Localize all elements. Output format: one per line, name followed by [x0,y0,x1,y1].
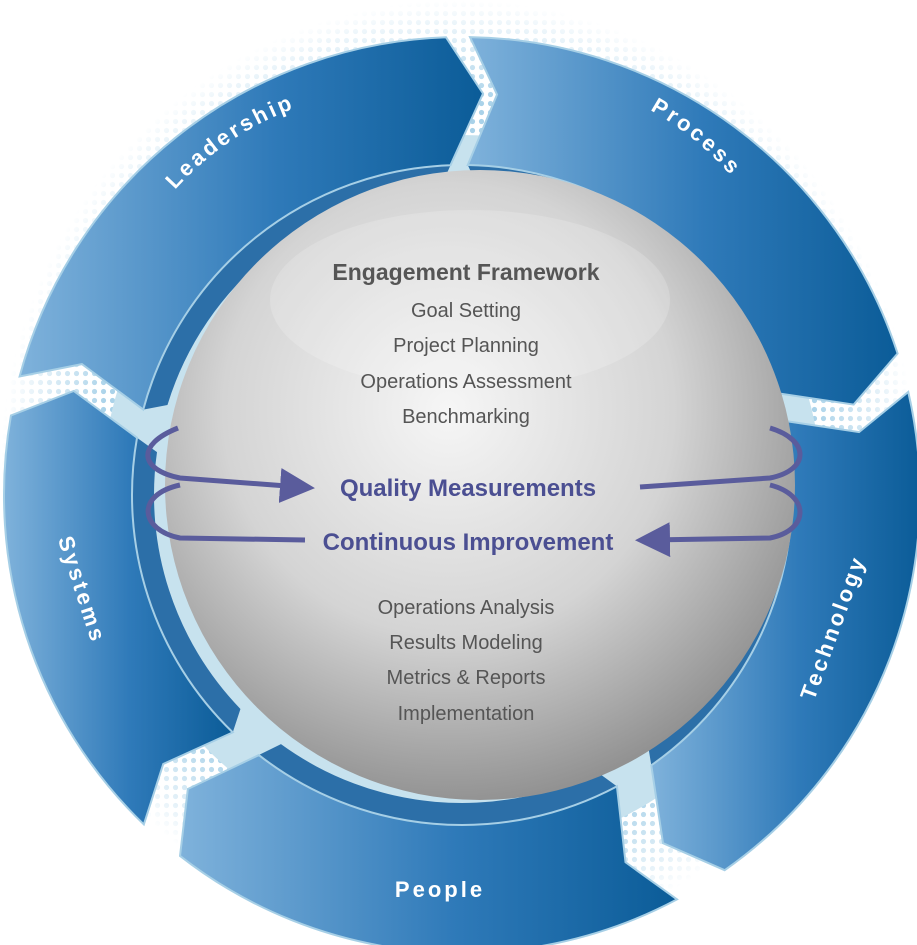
bottom-item-metrics-reports: Metrics & Reports [387,667,546,689]
bottom-item-results-modeling: Results Modeling [389,632,542,654]
top-item-benchmarking: Benchmarking [402,406,530,428]
segment-systems [3,389,235,827]
top-item-goal-setting: Goal Setting [411,300,521,322]
center-text-block: Engagement Framework Goal Setting Projec… [323,259,614,725]
arrow-loop-left-top [145,425,315,503]
cycle-arrows [145,425,803,558]
segment-leadership [18,36,485,412]
framework-heading: Engagement Framework [332,259,599,285]
cycle-quality-measurements: Quality Measurements [340,475,596,502]
top-item-project-planning: Project Planning [393,335,539,357]
bottom-item-implementation: Implementation [398,703,535,725]
arrow-loop-right-bottom [635,482,803,558]
sphere-highlight [270,210,670,390]
top-item-operations-assessment: Operations Assessment [360,371,572,393]
segment-people [178,753,679,945]
center-sphere [165,170,795,800]
arrow-loop-right-top [639,425,803,490]
cycle-continuous-improvement: Continuous Improvement [323,529,614,556]
segment-label-people: People [395,877,485,902]
arrow-loop-left-bottom [145,482,306,543]
segment-systems-bevel [131,437,241,733]
bottom-item-operations-analysis: Operations Analysis [378,597,555,619]
